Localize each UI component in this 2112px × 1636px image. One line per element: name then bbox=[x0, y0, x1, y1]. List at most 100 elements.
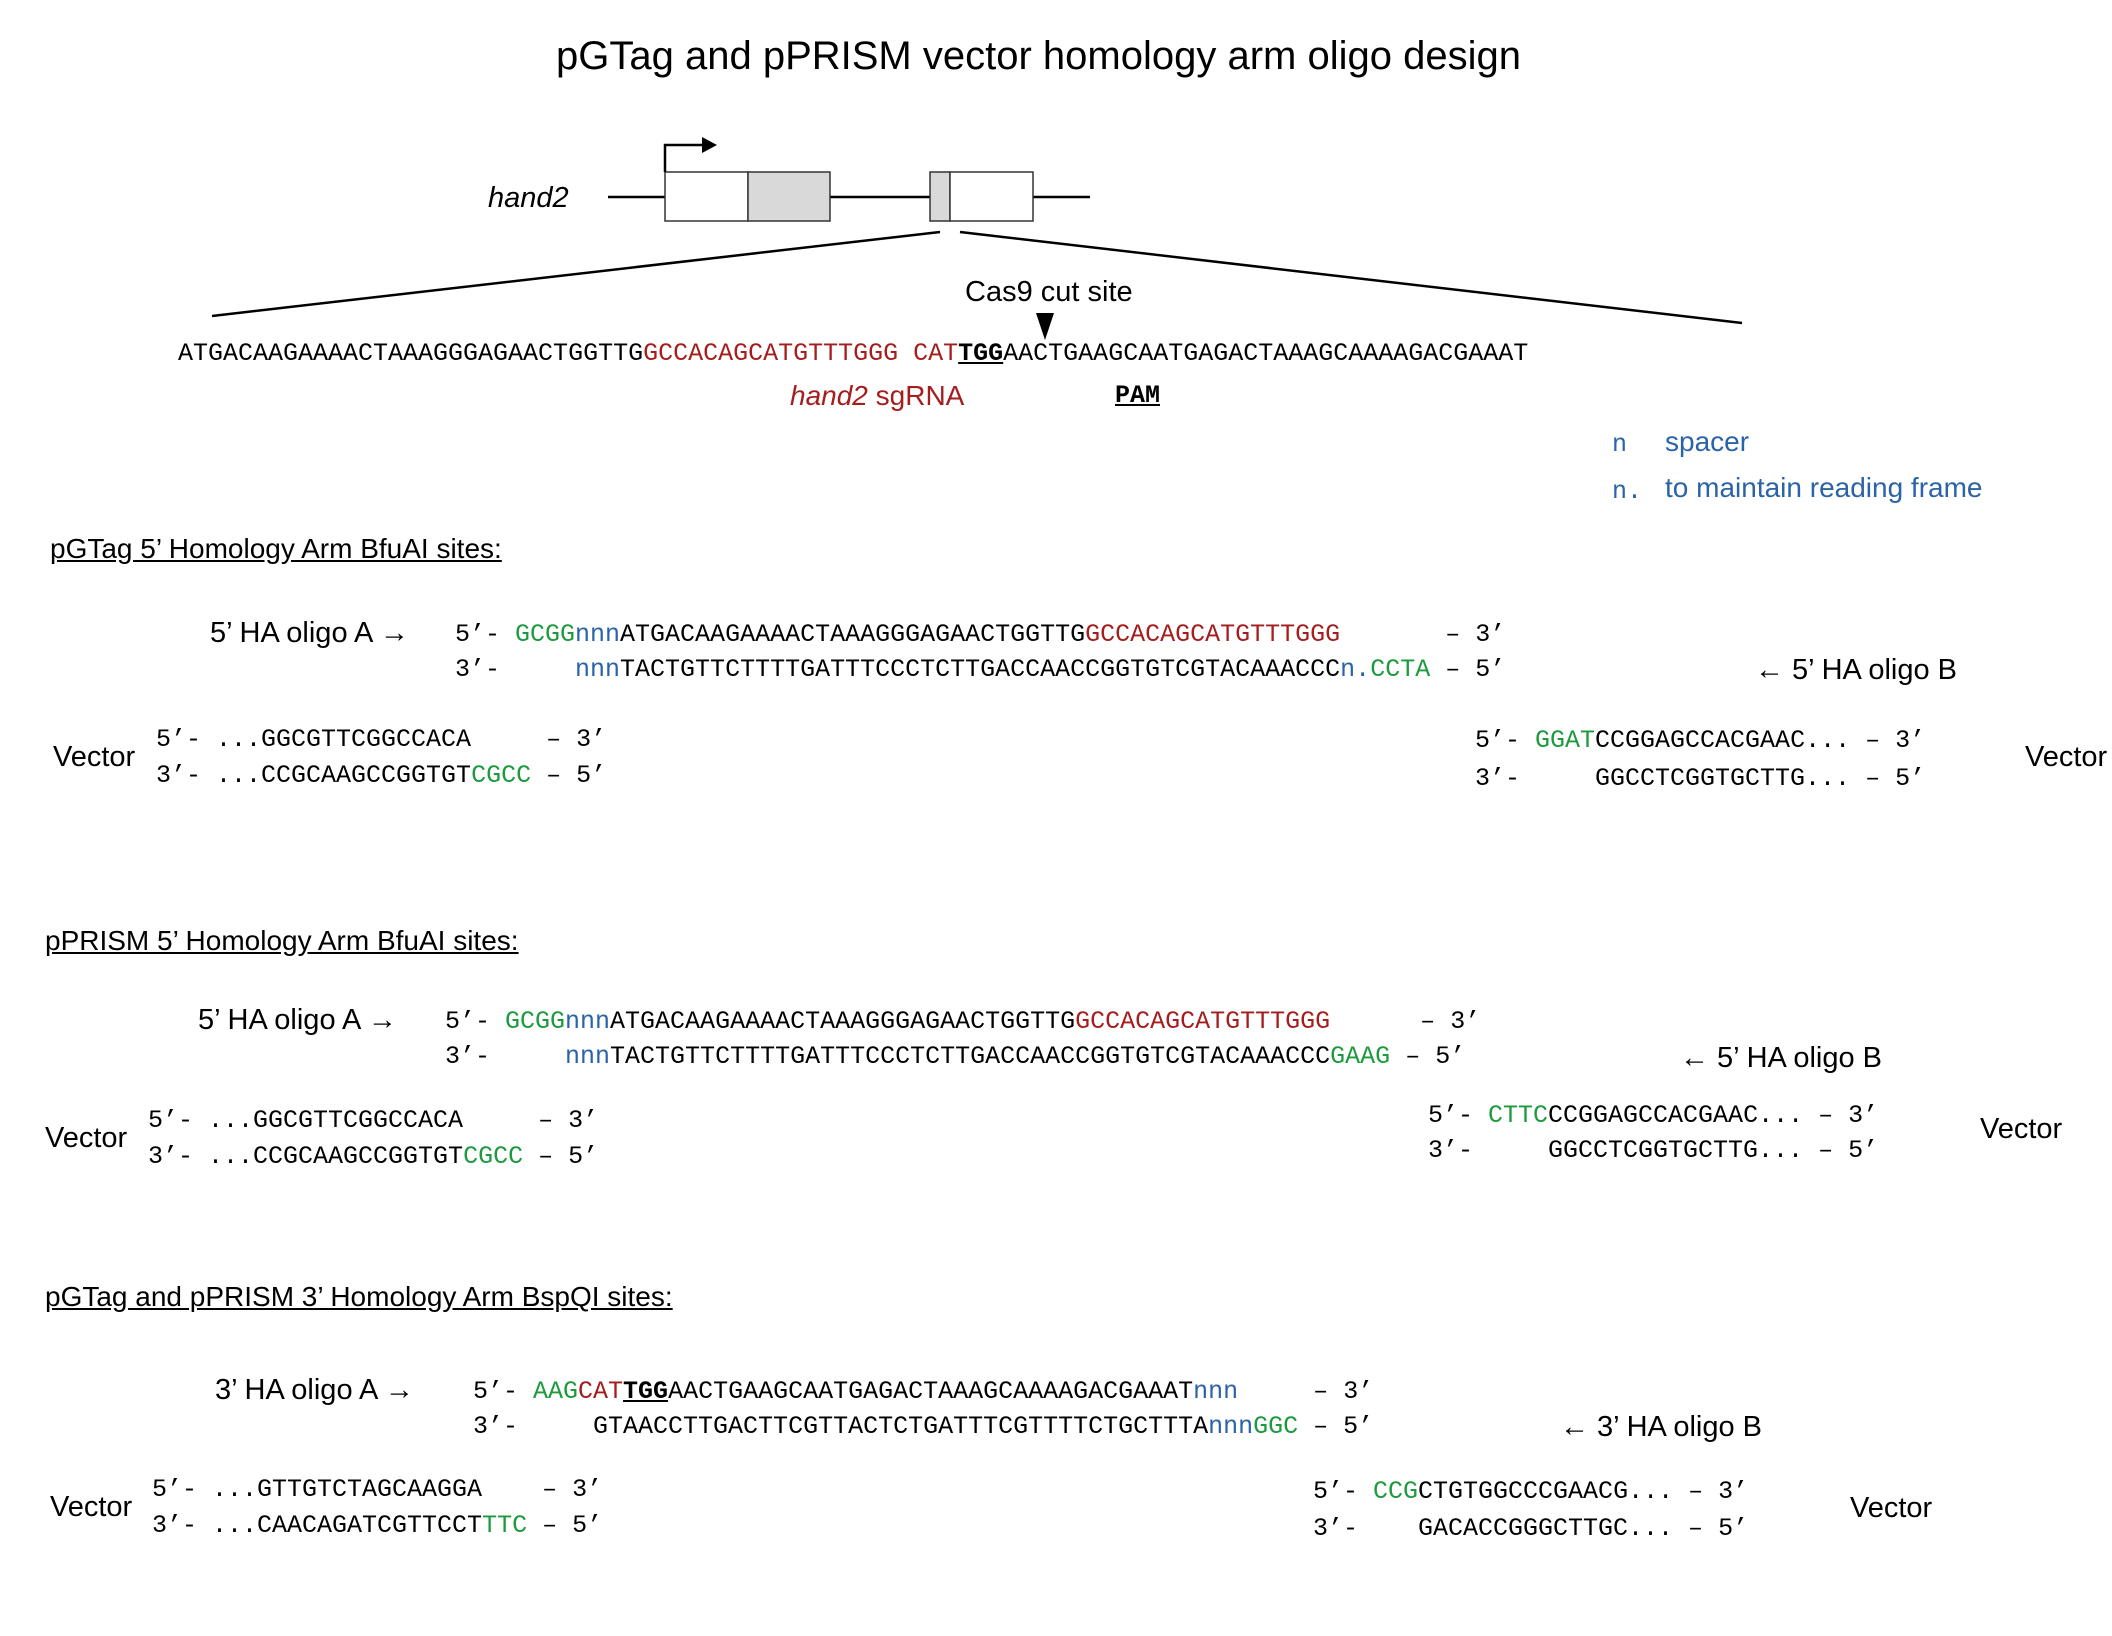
strand-prefix: 5’- bbox=[1428, 1101, 1489, 1130]
strand-prefix: 3’- bbox=[455, 655, 576, 684]
frame-spacer: n. bbox=[1340, 655, 1371, 684]
vector-right-bottom: 3’- GGCCTCGGTGCTTG... – 5’ bbox=[1428, 1136, 1879, 1165]
strand-suffix: – 3’ bbox=[1340, 620, 1506, 649]
overhang: CCG bbox=[1373, 1477, 1419, 1506]
overhang: GGAT bbox=[1535, 726, 1596, 755]
oligo-b-label: ← 5’ HA oligo B bbox=[1755, 654, 1958, 686]
strand-suffix: – 5’ bbox=[1430, 655, 1506, 684]
homology-seq: TACTGTTCTTTTGATTTCCCTCTTGACCAACCGGTGTCGT… bbox=[620, 655, 1341, 684]
legend-frame-symbol: n. bbox=[1612, 477, 1643, 506]
strand-suffix: – 3’ bbox=[1330, 1007, 1481, 1036]
vector-seq: 3’- ...CCGCAAGCCGGTGT bbox=[148, 1142, 464, 1171]
oligo-b-sequence: 3’- GTAACCTTGACTTCGTTACTCTGATTTCGTTTTCTG… bbox=[473, 1414, 1373, 1439]
overhang: CGCC bbox=[471, 761, 532, 790]
vector-left-top: 5’- ...GGCGTTCGGCCACA – 3’ bbox=[148, 1106, 599, 1135]
sgrna-label-rest: sgRNA bbox=[867, 380, 965, 411]
seq-part1: ATGACAAGAAAACTAAAGGGAGAACTGGTTG bbox=[178, 339, 644, 368]
strand-suffix: – 5’ bbox=[1390, 1042, 1466, 1071]
strand-suffix: – 5’ bbox=[1298, 1412, 1374, 1441]
vector-right-top: 5’- CCGCTGTGGCCCGAACG... – 3’ bbox=[1313, 1479, 1748, 1504]
exon2-coding-box bbox=[929, 171, 951, 222]
seq-cat: CAT bbox=[913, 339, 959, 368]
vector-right-bottom: 3’- GGCCTCGGTGCTTG... – 5’ bbox=[1475, 764, 1926, 793]
spacer: nnn bbox=[1208, 1412, 1254, 1441]
pam-seq: TGG bbox=[623, 1377, 669, 1406]
vector-label-right: Vector bbox=[2025, 741, 2108, 773]
overhang: CGCC bbox=[463, 1142, 524, 1171]
vector-label-left: Vector bbox=[53, 741, 136, 773]
vector-seq: CCGGAGCCACGAAC... – 3’ bbox=[1548, 1101, 1879, 1130]
strand-prefix: 3’- bbox=[445, 1042, 566, 1071]
overhang: GGC bbox=[1253, 1412, 1299, 1441]
section-heading-pgtag-5: pGTag 5’ Homology Arm BfuAI sites: bbox=[50, 533, 502, 564]
vector-left-top: 5’- ...GTTGTCTAGCAAGGA – 3’ bbox=[152, 1475, 603, 1504]
strand-prefix: 5’- bbox=[473, 1377, 534, 1406]
homology-seq: GTAACCTTGACTTCGTTACTCTGATTTCGTTTTCTGCTTT… bbox=[593, 1412, 1209, 1441]
promoter-arrowhead bbox=[702, 137, 717, 153]
oligo-b-label: ← 3’ HA oligo B bbox=[1560, 1411, 1763, 1443]
section-heading-3-ha: pGTag and pPRISM 3’ Homology Arm BspQI s… bbox=[45, 1281, 673, 1312]
strand-suffix: – 5’ bbox=[527, 1511, 603, 1540]
spacer: nnn bbox=[565, 1042, 611, 1071]
overhang: AAG bbox=[533, 1377, 579, 1406]
promoter-arrow bbox=[663, 143, 710, 172]
strand-prefix: 3’- bbox=[473, 1412, 594, 1441]
vector-seq: 3’- ...CCGCAAGCCGGTGT bbox=[156, 761, 472, 790]
vector-seq: 3’- ...CAACAGATCGTTCCT bbox=[152, 1511, 483, 1540]
oligo-b-label: ← 5’ HA oligo B bbox=[1680, 1042, 1883, 1074]
vector-left-bottom: 3’- ...CCGCAAGCCGGTGTCGCC – 5’ bbox=[156, 763, 606, 788]
vector-right-top: 5’- CTTCCCGGAGCCACGAAC... – 3’ bbox=[1428, 1103, 1878, 1128]
oligo-a-label: 5’ HA oligo A → bbox=[210, 617, 409, 649]
seq-part2: AACTGAAGCAATGAGACTAAAGCAAAAGACGAAAT bbox=[1003, 339, 1529, 368]
strand-suffix: – 3’ bbox=[1238, 1377, 1374, 1406]
vector-label-left: Vector bbox=[50, 1491, 133, 1523]
oligo-a-sequence: 5’- GCGGnnnATGACAAGAAAACTAAAGGGAGAACTGGT… bbox=[445, 1009, 1480, 1034]
exon1-coding-box bbox=[747, 171, 831, 222]
homology-seq: ATGACAAGAAAACTAAAGGGAGAACTGGTTG bbox=[620, 620, 1086, 649]
overhang: TTC bbox=[482, 1511, 528, 1540]
oligo-a-label: 3’ HA oligo A → bbox=[215, 1374, 414, 1406]
strand-prefix: 5’- bbox=[455, 620, 516, 649]
cat-seq: CAT bbox=[578, 1377, 624, 1406]
spacer: nnn bbox=[575, 655, 621, 684]
vector-seq: CCGGAGCCACGAAC... – 3’ bbox=[1595, 726, 1926, 755]
pam-label: PAM bbox=[1115, 381, 1161, 410]
oligo-b-sequence: 3’- nnnTACTGTTCTTTTGATTTCCCTCTTGACCAACCG… bbox=[445, 1044, 1465, 1069]
strand-prefix: 5’- bbox=[1475, 726, 1536, 755]
vector-label-left: Vector bbox=[45, 1122, 128, 1154]
homology-seq: AACTGAAGCAATGAGACTAAAGCAAAAGACGAAAT bbox=[668, 1377, 1194, 1406]
cas9-cut-label: Cas9 cut site bbox=[965, 276, 1133, 308]
strand-suffix: – 5’ bbox=[523, 1142, 599, 1171]
sgrna-label: hand2 sgRNA bbox=[790, 380, 964, 412]
strand-prefix: 5’- bbox=[1313, 1477, 1374, 1506]
oligo-a-sequence: 5’- GCGGnnnATGACAAGAAAACTAAAGGGAGAACTGGT… bbox=[455, 622, 1505, 647]
legend-spacer-symbol: n bbox=[1612, 430, 1628, 459]
vector-seq: CTGTGGCCCGAACG... – 3’ bbox=[1418, 1477, 1749, 1506]
overhang: GCGG bbox=[505, 1007, 566, 1036]
vector-right-bottom: 3’- GACACCGGGCTTGC... – 5’ bbox=[1313, 1514, 1749, 1543]
sgrna-seq: GCCACAGCATGTTTGGG bbox=[1075, 1007, 1331, 1036]
exon1-box bbox=[664, 171, 749, 222]
overhang: CTTC bbox=[1488, 1101, 1549, 1130]
overhang: CCTA bbox=[1370, 655, 1431, 684]
homology-seq: TACTGTTCTTTTGATTTCCCTCTTGACCAACCGGTGTCGT… bbox=[610, 1042, 1331, 1071]
strand-prefix: 5’- bbox=[445, 1007, 506, 1036]
exon2-box bbox=[949, 171, 1034, 222]
zoom-line-right bbox=[959, 230, 1743, 325]
vector-label-right: Vector bbox=[1980, 1113, 2063, 1145]
page-title: pGTag and pPRISM vector homology arm oli… bbox=[556, 34, 1521, 78]
oligo-a-label: 5’ HA oligo A → bbox=[198, 1004, 397, 1036]
sgrna-label-gene: hand2 bbox=[790, 380, 868, 411]
legend-frame-label: to maintain reading frame bbox=[1665, 472, 1983, 503]
vector-right-top: 5’- GGATCCGGAGCCACGAAC... – 3’ bbox=[1475, 728, 1925, 753]
spacer: nnn bbox=[565, 1007, 611, 1036]
spacer: nnn bbox=[575, 620, 621, 649]
spacer: nnn bbox=[1193, 1377, 1239, 1406]
vector-left-top: 5’- ...GGCGTTCGGCCACA – 3’ bbox=[156, 725, 607, 754]
hand2-genomic-sequence: ATGACAAGAAAACTAAAGGGAGAACTGGTTGGCCACAGCA… bbox=[178, 341, 1528, 366]
strand-suffix: – 5’ bbox=[531, 761, 607, 790]
oligo-b-sequence: 3’- nnnTACTGTTCTTTTGATTTCCCTCTTGACCAACCG… bbox=[455, 657, 1505, 682]
seq-sgrna: GCCACAGCATGTTTGGG bbox=[643, 339, 899, 368]
sgrna-seq: GCCACAGCATGTTTGGG bbox=[1085, 620, 1341, 649]
vector-label-right: Vector bbox=[1850, 1492, 1933, 1524]
